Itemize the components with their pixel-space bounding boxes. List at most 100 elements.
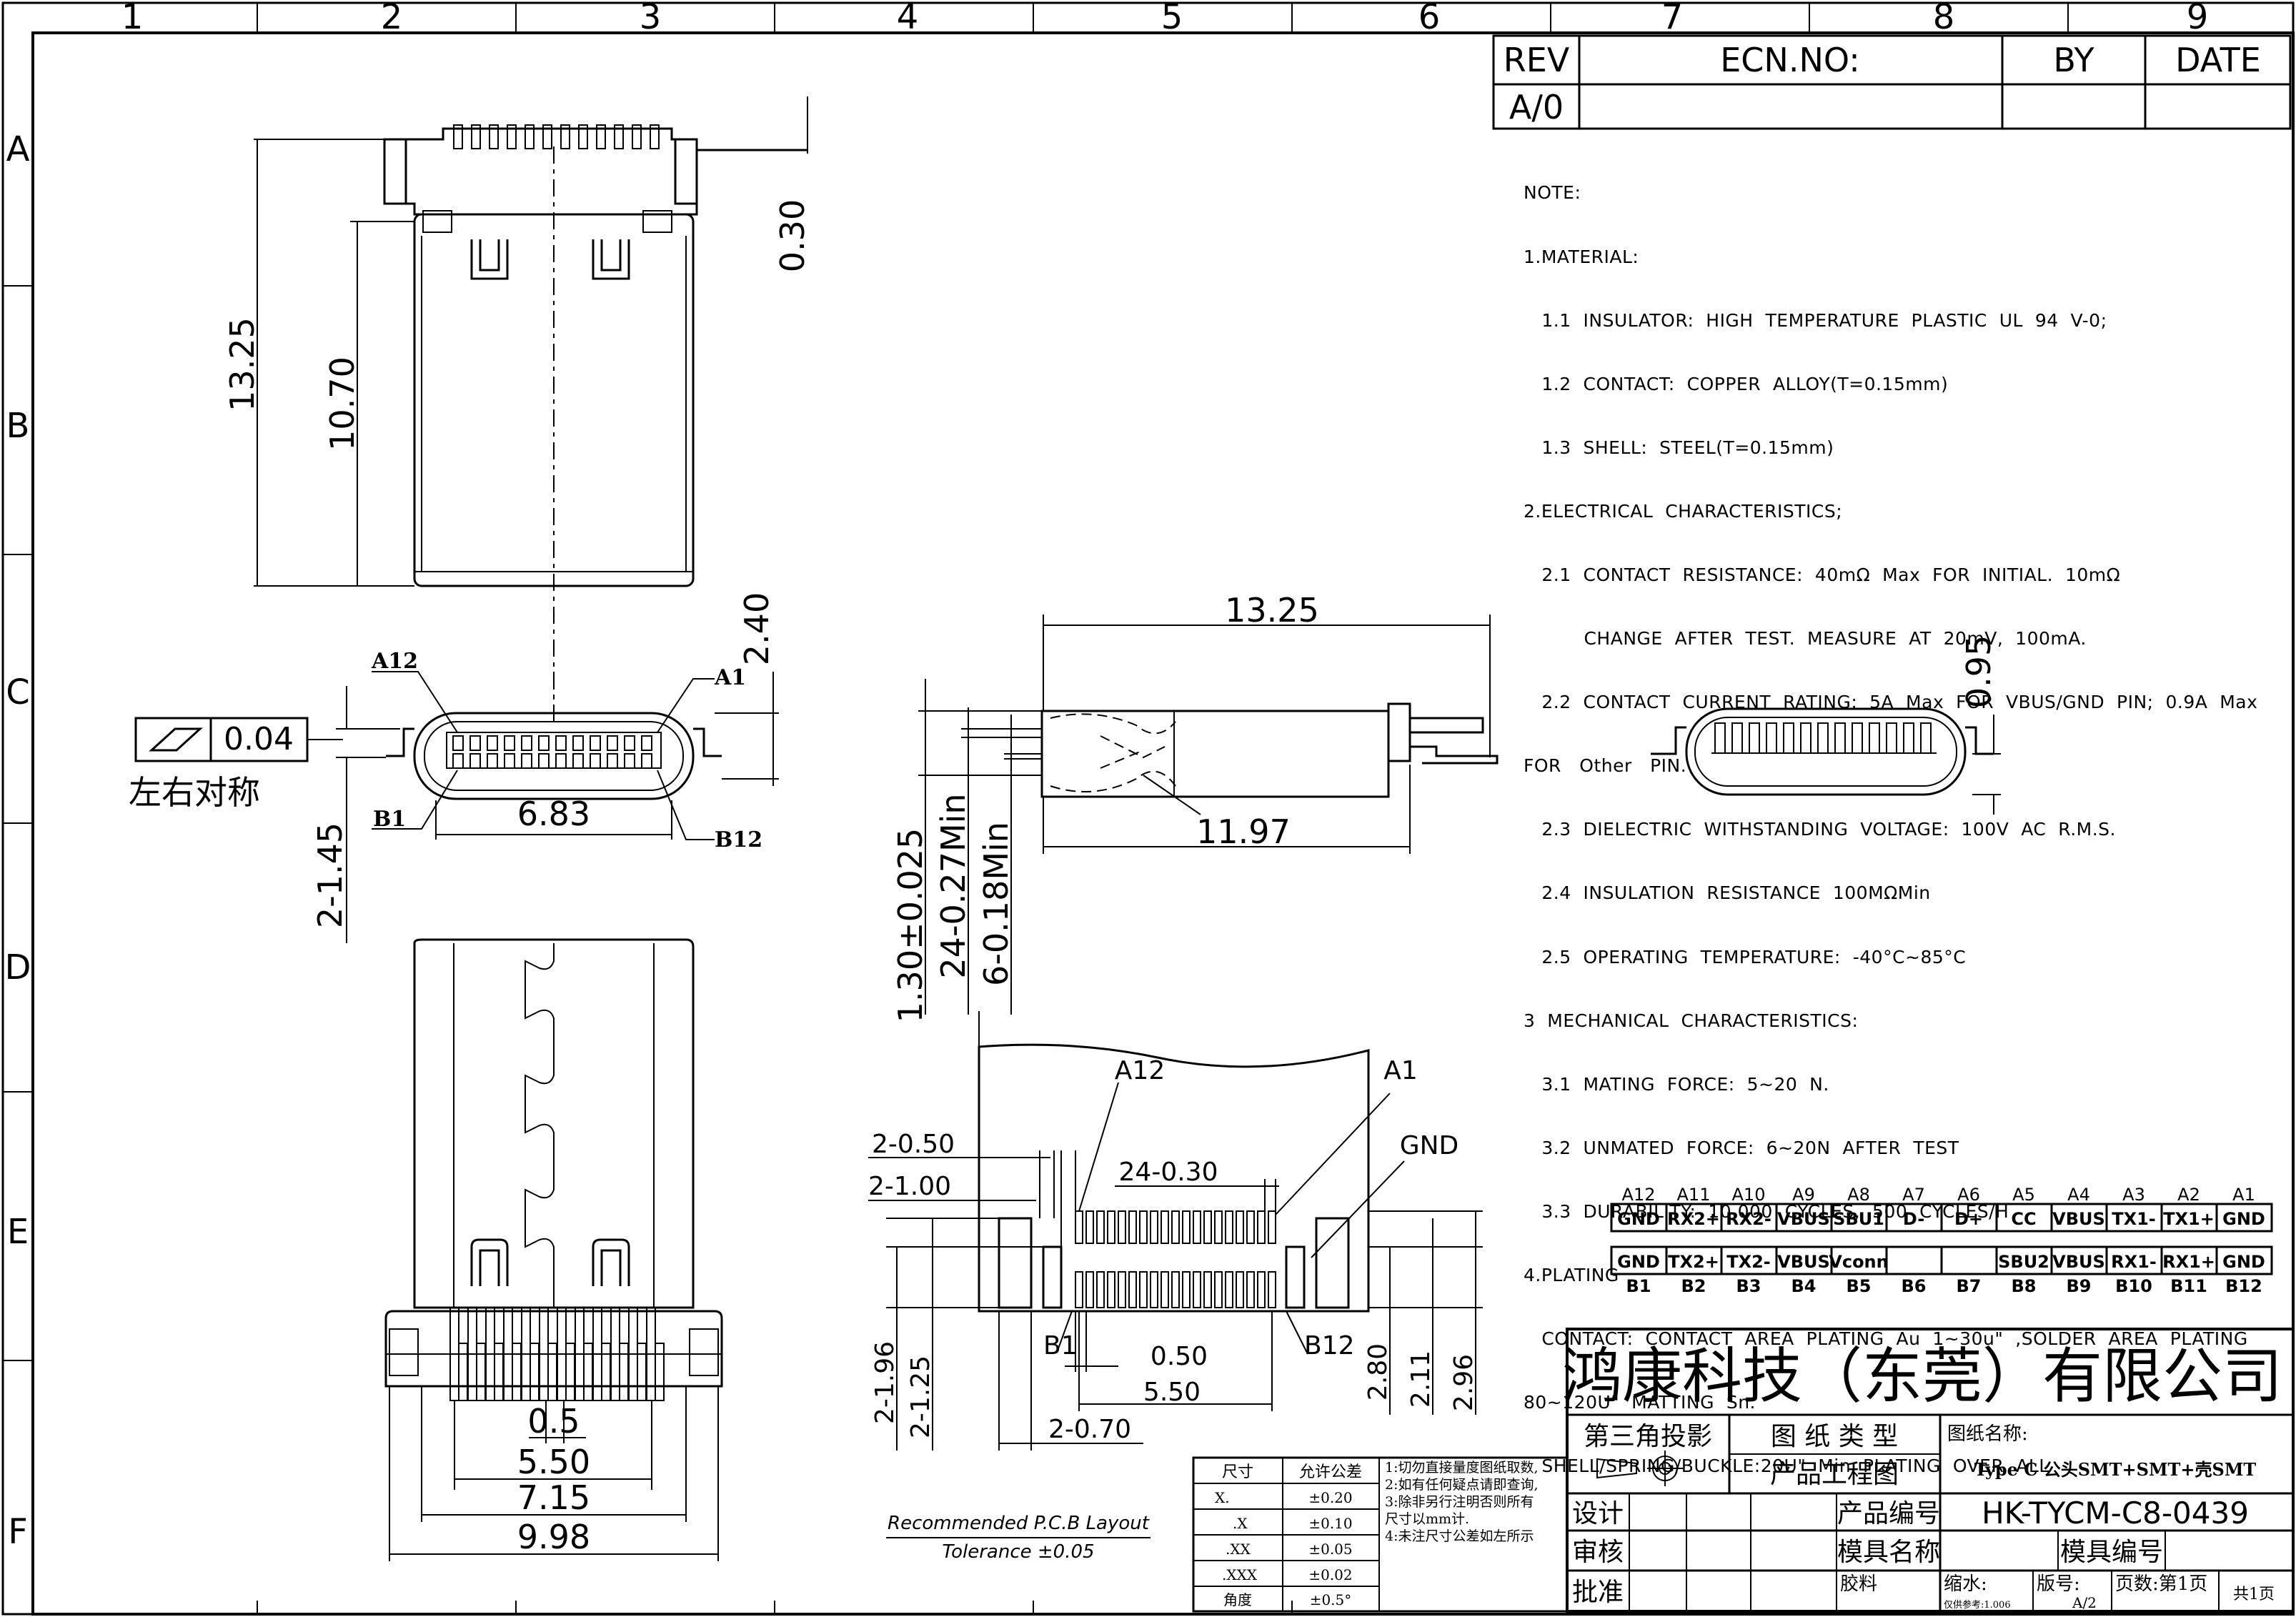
flatness-value: 0.04 — [224, 721, 294, 757]
note-line: 3.1 MATING FORCE: 5~20 N. — [1524, 1073, 1829, 1095]
pin-a-signal: RX2+ — [1667, 1209, 1720, 1229]
by-header: BY — [2053, 41, 2094, 79]
title-block: 鸿康科技（东莞）有限公司 第三角投影 图 纸 类 型 产品工程图 图纸名称: T… — [1562, 1328, 2295, 1613]
pin-b-label: B2 — [1681, 1276, 1706, 1296]
tol-row-size: 角度 — [1223, 1591, 1252, 1608]
dim-front-width: 6.83 — [517, 795, 590, 833]
drawing-name: Type C 公头SMT+SMT+壳SMT — [1974, 1459, 2257, 1480]
tol-row-size: .XXX — [1222, 1566, 1258, 1583]
dim-side-body: 11.97 — [1196, 812, 1291, 851]
pin-a-signal: TX1+ — [2163, 1209, 2215, 1229]
label-b1-front: B1 — [373, 807, 406, 832]
pin-a-signal: VBUS — [1777, 1209, 1830, 1229]
dim-bottom-998: 9.98 — [517, 1518, 590, 1556]
pin-a-label: A5 — [2012, 1185, 2035, 1205]
note-line: 2.2 CONTACT CURRENT RATING: 5A Max FOR V… — [1524, 692, 2258, 713]
pin-b-signal: VBUS — [2052, 1252, 2105, 1272]
tol-row-value: ±0.02 — [1308, 1566, 1352, 1583]
tol-row-size: .XX — [1226, 1541, 1251, 1558]
dim-pcb-196: 2-1.96 — [870, 1341, 900, 1424]
col-label-1: 1 — [121, 0, 144, 37]
pin-a-signal: RX2- — [1726, 1209, 1771, 1229]
pin-b-signal: TX2- — [1726, 1252, 1771, 1272]
right-front-view: 0.95 — [1651, 635, 2001, 815]
dim-pcb-050a: 2-0.50 — [872, 1130, 955, 1159]
pin-a-label: A8 — [1847, 1185, 1870, 1205]
pin-a-label: A10 — [1732, 1185, 1766, 1205]
pin-b-label: B11 — [2170, 1276, 2207, 1296]
tol-row-value: ±0.20 — [1308, 1489, 1352, 1506]
front-view: A12 A1 B1 B12 6.83 2.40 2-1.45 0.04 左右对称 — [129, 592, 779, 943]
pin-a-label: A2 — [2177, 1185, 2200, 1205]
row-label-c: C — [6, 672, 30, 712]
pcb-layout: A12 A1 GND B1 B12 2-0.50 2-1.00 24-0.30 … — [868, 1011, 1483, 1563]
row-label-e: E — [7, 1212, 29, 1252]
tol-row-value: ±0.5° — [1310, 1591, 1352, 1608]
note-line: 1.3 SHELL: STEEL(T=0.15mm) — [1524, 437, 1834, 458]
pin-b-label: B9 — [2067, 1276, 2092, 1296]
bottom-view: 0.5 5.50 7.15 9.98 — [384, 938, 723, 1561]
note-line: 3 MECHANICAL CHARACTERISTICS: — [1524, 1010, 1859, 1031]
note-line: 4.PLATING — [1524, 1265, 1619, 1285]
company-name: 鸿康科技（东莞）有限公司 — [1562, 1341, 2282, 1411]
pin-b-signal: TX2+ — [1668, 1252, 1719, 1272]
top-view: 13.25 10.70 0.30 — [223, 96, 812, 722]
pin-b-signal: RX1+ — [2162, 1252, 2215, 1272]
note-line: SHELL/SPRING/BUCKLE:20U" Min PLATING OVE… — [1524, 1456, 2049, 1477]
side-view: 13.25 11.97 1.30±0.025 24-0.27Min 6-0.18… — [891, 591, 1499, 1023]
product-no-label: 产品编号 — [1837, 1499, 1940, 1528]
tol-row-size: .X — [1233, 1515, 1248, 1532]
note-line: 2.ELECTRICAL CHARACTERISTICS; — [1524, 500, 1843, 522]
scale-note: 仅供参考:1.006 — [1944, 1599, 2011, 1611]
note-line: 80~120U" MATTING Sn. — [1524, 1392, 1756, 1413]
pages-label: 页数:第1页 — [2115, 1573, 2207, 1595]
date-header: DATE — [2175, 41, 2261, 79]
pin-b-signal: GND — [1617, 1252, 1660, 1272]
tol-header-size: 尺寸 — [1222, 1463, 1253, 1481]
border-column-ticks — [257, 3, 2069, 1614]
mold-no-label: 模具编号 — [2060, 1538, 2163, 1567]
note-line: 2.5 OPERATING TEMPERATURE: -40°C~85°C — [1524, 946, 1967, 967]
scale-label: 缩水: — [1944, 1573, 1987, 1595]
tol-note: 尺寸以mm计. — [1385, 1511, 1469, 1527]
pin-a-label: A1 — [2232, 1185, 2255, 1205]
drawing-type-label: 图 纸 类 型 — [1771, 1422, 1898, 1451]
pin-b-label: B5 — [1847, 1276, 1872, 1296]
dim-pcb-24: 24-0.30 — [1119, 1158, 1218, 1187]
mold-name-label: 模具名称 — [1837, 1538, 1940, 1567]
note-line: 1.2 CONTACT: COPPER ALLOY(T=0.15mm) — [1524, 373, 1949, 394]
projection-label: 第三角投影 — [1584, 1422, 1712, 1451]
pin-a-signal: D- — [1903, 1209, 1924, 1229]
border-row-ticks — [3, 285, 33, 1361]
tol-row-size: X. — [1215, 1489, 1230, 1506]
dim-top-total-length: 13.25 — [223, 317, 262, 412]
projection-circle-icon — [1647, 1451, 1683, 1486]
drawing-name-label: 图纸名称: — [1947, 1423, 2028, 1445]
dim-pcb-070: 2-0.70 — [1048, 1415, 1131, 1444]
col-label-7: 7 — [1661, 0, 1684, 37]
note-line: 1.1 INSULATOR: HIGH TEMPERATURE PLASTIC … — [1524, 309, 2107, 331]
label-a12-front: A12 — [371, 649, 418, 674]
pin-a-label: A4 — [2067, 1185, 2090, 1205]
pin-b-label: B6 — [1902, 1276, 1927, 1296]
version-label: 版号: — [2037, 1573, 2080, 1595]
note-line: 3.2 UNMATED FORCE: 6~20N AFTER TEST — [1524, 1137, 1959, 1158]
label-gnd-pcb: GND — [1400, 1131, 1459, 1160]
rev-header: REV — [1504, 41, 1570, 79]
pin-a-signal: TX1- — [2112, 1209, 2156, 1229]
dim-bottom-pitch: 0.5 — [527, 1402, 580, 1441]
label-b12-pcb: B12 — [1304, 1331, 1355, 1360]
note-line: 3.3 DURABILITY: 10,000 CYCLES, 500 CYCLE… — [1524, 1200, 2009, 1222]
col-label-6: 6 — [1418, 0, 1441, 37]
dim-side-length: 13.25 — [1225, 591, 1319, 630]
design-label: 设计 — [1572, 1499, 1624, 1528]
pin-b-label: B3 — [1736, 1276, 1761, 1296]
pin-a-signal: VBUS — [2052, 1209, 2105, 1229]
tol-header-tol: 允许公差 — [1299, 1463, 1362, 1481]
label-a1-front: A1 — [714, 665, 746, 690]
pin-b-signal: SBU2 — [1998, 1252, 2049, 1272]
tol-note: 4:未注尺寸公差如左所示 — [1385, 1528, 1534, 1544]
flatness-icon — [149, 727, 203, 752]
col-label-8: 8 — [1933, 0, 1955, 37]
